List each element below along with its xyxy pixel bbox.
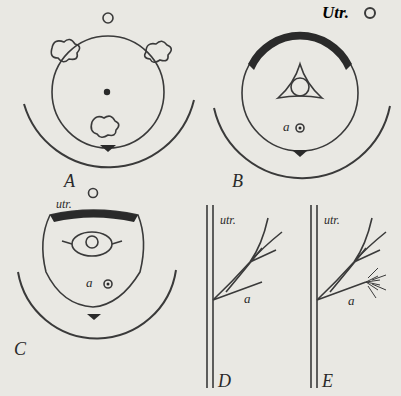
axis-circle <box>296 124 304 132</box>
part-label: a <box>86 276 93 289</box>
rachis <box>207 205 213 388</box>
bract-keel <box>292 150 308 157</box>
glume <box>226 248 262 292</box>
figure-letter: A <box>64 172 75 190</box>
stamen-lobe <box>51 39 79 61</box>
spikelet <box>317 218 386 300</box>
figure-letter: D <box>218 372 231 390</box>
ovary-ellipse <box>72 232 112 256</box>
figure-letter: E <box>322 372 333 390</box>
bract-arc <box>24 100 194 167</box>
glume <box>330 248 366 292</box>
palea-band <box>50 210 138 222</box>
flower-outline <box>52 36 164 148</box>
flower-outline <box>43 210 144 307</box>
bract-arc <box>214 106 390 178</box>
axis-circle <box>103 13 113 23</box>
part-label: a <box>348 294 355 307</box>
figure-letter: B <box>232 172 243 190</box>
bract-keel <box>87 314 101 320</box>
lodicule <box>62 241 122 244</box>
part-label: utr. <box>220 214 236 226</box>
ovary-circle <box>86 236 98 248</box>
spikelet <box>213 218 282 300</box>
part-label: a <box>283 120 290 133</box>
axis-circle <box>89 189 98 198</box>
rachis <box>311 205 317 388</box>
ovary-triangle <box>278 64 322 98</box>
figure-letter: C <box>14 340 26 358</box>
palea-band <box>248 32 352 70</box>
axis-circle <box>365 8 375 18</box>
bract-arc <box>18 270 176 338</box>
bract-keel <box>100 145 116 152</box>
stamen-lobe <box>91 116 119 137</box>
part-label: a <box>244 292 251 305</box>
ovary-circle <box>291 78 309 96</box>
axis-dot <box>104 89 110 95</box>
stamen-lobe <box>145 41 172 62</box>
part-label: Utr. <box>322 4 349 21</box>
axis-circle <box>104 280 112 288</box>
part-label: utr. <box>324 214 340 226</box>
stigma-brush <box>366 268 386 298</box>
part-label: utr. <box>56 198 72 210</box>
